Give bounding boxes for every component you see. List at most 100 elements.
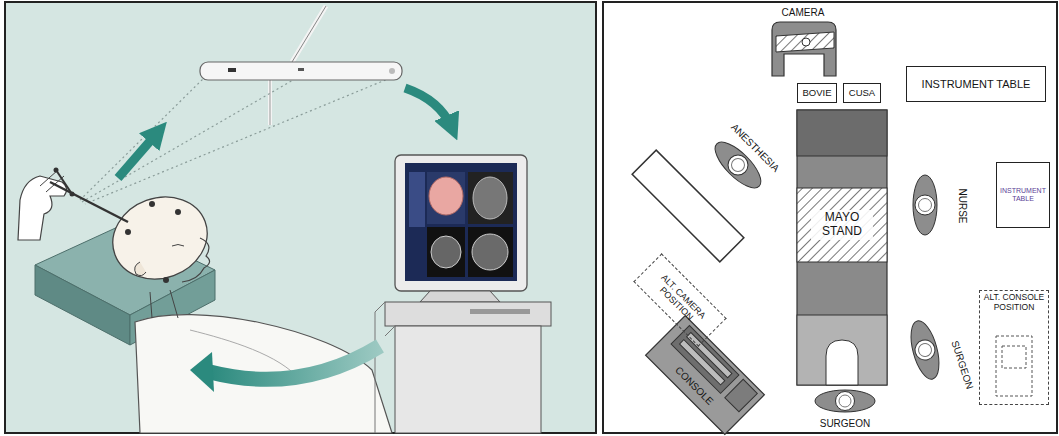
screen-panel <box>427 172 465 224</box>
monitor <box>395 155 527 291</box>
staff-label: SURGEON <box>946 334 978 395</box>
person-head <box>724 151 752 179</box>
console-slab <box>671 326 739 394</box>
patient-sheet <box>135 315 392 433</box>
table-box: INSTRUMENT TABLE <box>906 66 1046 102</box>
staff-label: SURGEON <box>815 417 875 431</box>
panel-ground <box>5 2 596 433</box>
person-head <box>915 195 935 215</box>
nurse <box>913 175 937 235</box>
node-text: CONSOLE <box>673 365 716 408</box>
flow-arrow <box>118 132 158 178</box>
brain-render <box>429 177 463 215</box>
person-head <box>913 338 937 362</box>
pillow-front <box>35 265 130 345</box>
brain-slice <box>473 177 507 219</box>
screen-panel <box>468 172 513 224</box>
person-head <box>919 199 932 212</box>
monitor-stand <box>420 291 500 302</box>
surgeon <box>906 318 945 382</box>
head-cutout <box>826 340 858 385</box>
node-text: ANESTHESIA <box>729 122 782 175</box>
console-screen <box>725 379 758 412</box>
brain-slice <box>431 236 461 268</box>
person-shoulders <box>815 390 875 412</box>
person-shoulders <box>913 175 937 235</box>
table-head <box>797 315 887 385</box>
node-text: INSTRUMENT TABLE <box>999 187 1047 203</box>
screen-toolbar <box>409 172 425 227</box>
camera-lens <box>228 68 236 72</box>
operating-table <box>797 110 887 385</box>
flow-arrow <box>405 88 452 128</box>
camera-lens <box>802 38 810 46</box>
tracking-ray <box>80 76 206 200</box>
screen-panel <box>427 227 465 277</box>
console <box>646 316 765 435</box>
console-body <box>646 316 765 435</box>
computer-case <box>385 302 551 326</box>
node-text: ALT. CAMERA POSITION <box>642 262 717 337</box>
node-text: CAMERA <box>782 7 825 19</box>
alt-position-box: ALT. CONSOLE POSITION <box>979 290 1049 405</box>
person-head <box>836 392 855 411</box>
camera-stand <box>292 6 326 62</box>
probe <box>50 182 128 222</box>
probe-marker <box>54 168 59 173</box>
node-text: SURGEON <box>820 418 871 430</box>
mayo-stand <box>797 188 887 262</box>
tracking-ray <box>85 76 395 204</box>
camera-bar <box>776 32 834 52</box>
probe-markers <box>56 170 72 194</box>
equipment-box: CUSA <box>843 83 881 103</box>
flow-arrow <box>210 346 380 379</box>
patient-ear <box>135 262 146 276</box>
brain-slice <box>472 234 508 270</box>
staff-label: ANESTHESIA <box>722 115 788 181</box>
screen-panel <box>468 227 513 277</box>
console-label: CONSOLE <box>668 360 720 412</box>
node-text: BOVIE <box>802 88 831 99</box>
camera-post-edge <box>270 80 271 125</box>
drive-slot <box>470 309 530 314</box>
equipment-box: BOVIE <box>797 83 837 103</box>
node-text: NURSE <box>956 188 968 223</box>
fiducial-marker <box>149 201 155 207</box>
patient-eye <box>172 245 184 247</box>
computer-cabinet <box>395 326 541 433</box>
arrow-head <box>190 352 214 392</box>
fiducial-marker <box>175 209 181 215</box>
fiducial-marker <box>125 229 131 235</box>
node-text: INSTRUMENT TABLE <box>922 78 1031 91</box>
camera-stand-edge <box>292 6 326 62</box>
patient-neck <box>150 290 178 318</box>
patient-face <box>182 238 210 282</box>
surgeon <box>815 390 875 412</box>
camera-lens <box>389 68 395 74</box>
patient-head <box>101 184 219 292</box>
alt-console-outline <box>996 336 1032 396</box>
person-shoulders <box>906 318 945 382</box>
person-head <box>839 395 851 407</box>
camera-lens <box>298 68 304 71</box>
person-head <box>917 342 933 358</box>
node-text: CUSA <box>849 88 875 99</box>
camera-symbol <box>772 22 836 76</box>
camera-label: CAMERA <box>770 6 836 20</box>
table-foot <box>797 110 887 156</box>
camera-bar <box>200 62 402 80</box>
fiducial-marker <box>163 277 169 283</box>
node-text: MAYO STAND <box>811 210 873 240</box>
alt-console-outline <box>1002 346 1026 368</box>
table-box: INSTRUMENT TABLE <box>996 162 1050 228</box>
node-text: SURGEON <box>949 339 976 391</box>
monitor-screen <box>405 163 517 281</box>
camera-post <box>268 80 272 125</box>
staff-label: NURSE <box>955 176 969 236</box>
alt-position-box: ALT. CAMERA POSITION <box>633 253 726 346</box>
node-text: ALT. CONSOLE POSITION <box>982 293 1046 313</box>
person-head <box>729 156 747 174</box>
